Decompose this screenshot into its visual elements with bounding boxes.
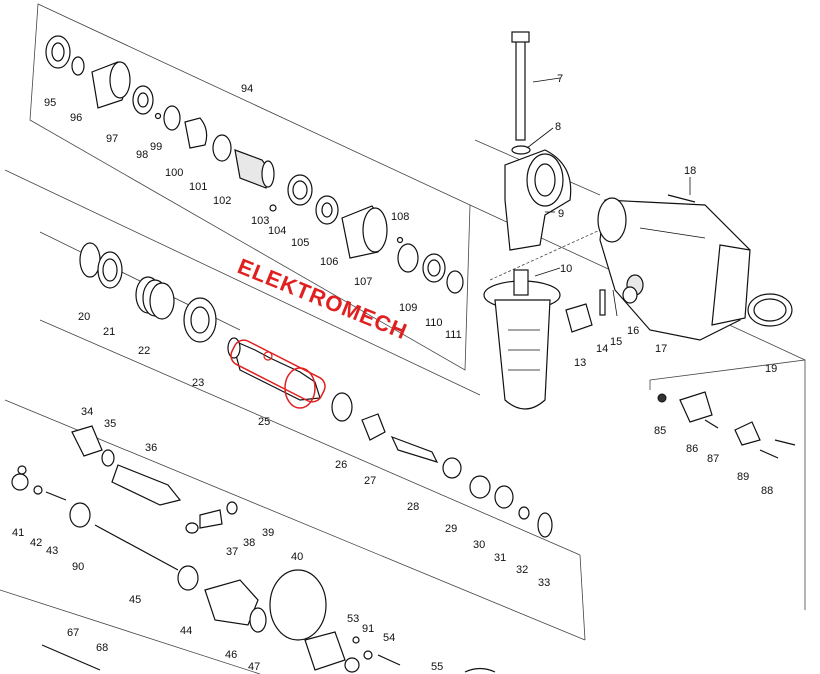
part-label-68: 68 [96, 642, 108, 654]
part-label-40: 40 [291, 551, 303, 563]
part-label-21: 21 [103, 326, 115, 338]
part-label-30: 30 [473, 539, 485, 551]
part-label-35: 35 [104, 418, 116, 430]
part-label-101: 101 [189, 181, 207, 193]
part-label-38: 38 [243, 537, 255, 549]
part-label-94: 94 [241, 83, 253, 95]
part-label-27: 27 [364, 475, 376, 487]
highlight-part-25 [230, 339, 326, 409]
part-label-43: 43 [46, 545, 58, 557]
part-label-87: 87 [707, 453, 719, 465]
part-label-54: 54 [383, 632, 395, 644]
leader-lines [526, 77, 691, 277]
part-label-23: 23 [192, 377, 204, 389]
part-label-20: 20 [78, 311, 90, 323]
part-label-45: 45 [129, 594, 141, 606]
part-label-9: 9 [558, 208, 564, 220]
kit-parts [45, 35, 464, 294]
ring-19 [747, 293, 793, 327]
part-label-26: 26 [335, 459, 347, 471]
part-label-53: 53 [347, 613, 359, 625]
part-label-33: 33 [538, 577, 550, 589]
gear-parts [11, 465, 267, 633]
part-label-28: 28 [407, 501, 419, 513]
part-label-13: 13 [574, 357, 586, 369]
part-label-16: 16 [627, 325, 639, 337]
part-label-32: 32 [516, 564, 528, 576]
part-label-29: 29 [445, 523, 457, 535]
part-label-7: 7 [557, 73, 563, 85]
part-label-88: 88 [761, 485, 773, 497]
part-label-107: 107 [354, 276, 372, 288]
part-label-99: 99 [150, 141, 162, 153]
part-label-95: 95 [44, 97, 56, 109]
part-label-89: 89 [737, 471, 749, 483]
part-label-102: 102 [213, 195, 231, 207]
part-label-34: 34 [81, 406, 93, 418]
part-label-36: 36 [145, 442, 157, 454]
part-label-39: 39 [262, 527, 274, 539]
part-label-106: 106 [320, 256, 338, 268]
part-number-labels: 94 95 96 97 98 99 100 101 102 103 104 10… [12, 73, 777, 673]
part-label-97: 97 [106, 133, 118, 145]
part-label-85: 85 [654, 425, 666, 437]
part-label-98: 98 [136, 149, 148, 161]
part-label-31: 31 [494, 552, 506, 564]
part-label-25: 25 [258, 416, 270, 428]
part-label-103: 103 [251, 215, 269, 227]
part-label-42: 42 [30, 537, 42, 549]
screw-18 [667, 194, 696, 203]
part-label-96: 96 [70, 112, 82, 124]
part-label-47: 47 [248, 661, 260, 673]
part-label-67: 67 [67, 627, 79, 639]
part-label-86: 86 [686, 443, 698, 455]
part-label-8: 8 [555, 121, 561, 133]
part-label-108: 108 [391, 211, 409, 223]
housing-17 [597, 197, 751, 341]
part-label-55: 55 [431, 661, 443, 673]
spindle-parts [331, 392, 553, 538]
part-label-18: 18 [684, 165, 696, 177]
part-label-37: 37 [226, 546, 238, 558]
part-label-15: 15 [610, 336, 622, 348]
bottom-parts [41, 631, 496, 673]
part-label-17: 17 [655, 343, 667, 355]
impact-parts [71, 425, 238, 534]
handle-grip-10 [483, 269, 561, 410]
part-label-104: 104 [268, 225, 286, 237]
part-label-10: 10 [560, 263, 572, 275]
part-label-110: 110 [425, 317, 443, 329]
kit-frame-94 [29, 3, 471, 371]
part-label-41: 41 [12, 527, 24, 539]
part-label-46: 46 [225, 649, 237, 661]
side-handle-assembly [504, 31, 572, 251]
part-label-100: 100 [165, 167, 183, 179]
part-label-90: 90 [72, 561, 84, 573]
lock-parts [657, 391, 796, 459]
part-label-44: 44 [180, 625, 192, 637]
part-label-14: 14 [596, 343, 608, 355]
part-label-111: 111 [445, 329, 462, 341]
part-label-109: 109 [399, 302, 417, 314]
part-label-91: 91 [362, 623, 374, 635]
o-ring-40 [269, 569, 327, 641]
part-label-105: 105 [291, 237, 309, 249]
part-label-22: 22 [138, 345, 150, 357]
part-label-19: 19 [765, 363, 777, 375]
switch-parts [565, 286, 638, 333]
